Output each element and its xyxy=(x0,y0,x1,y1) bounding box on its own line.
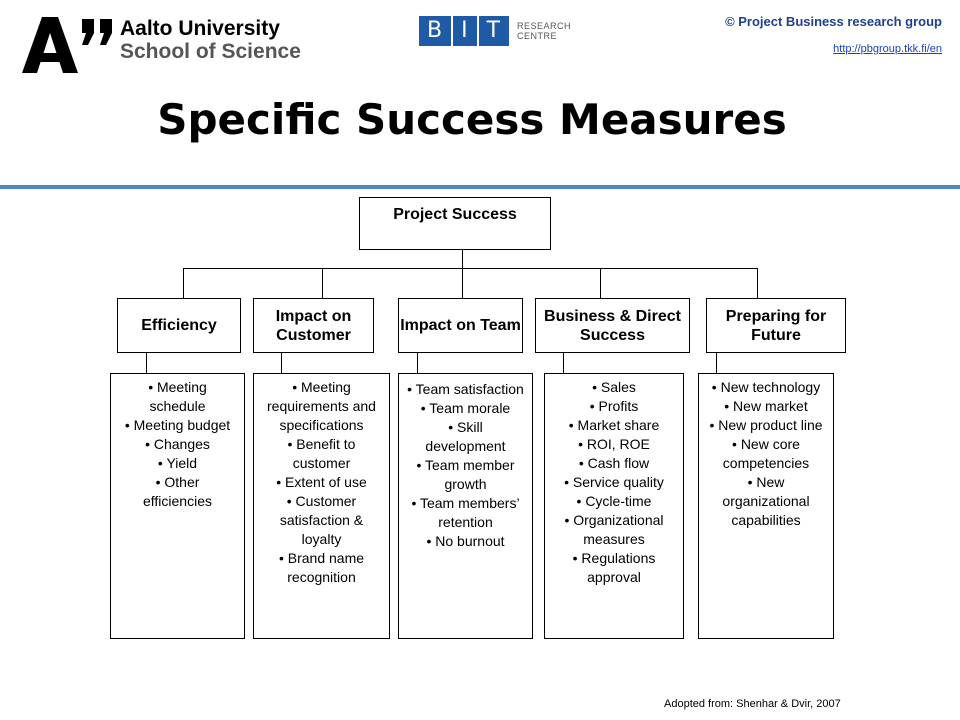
bit-letter-t: T xyxy=(478,16,510,46)
page-title: Specific Success Measures xyxy=(157,95,787,144)
category-preparing-future: Preparing for Future xyxy=(706,298,846,353)
bit-subtitle: RESEARCH CENTRE xyxy=(517,21,571,41)
list-item: • Other efficiencies xyxy=(142,474,212,509)
connector-team xyxy=(462,268,463,298)
details-efficiency: • Meeting schedule • Meeting budget • Ch… xyxy=(110,373,245,639)
category-impact-team: Impact on Team xyxy=(398,298,523,353)
details-business-success: • Sales • Profits • Market share • ROI, … xyxy=(544,373,684,639)
list-item: • Skill development xyxy=(425,419,506,454)
copyright-text: © Project Business research group xyxy=(725,14,942,29)
category-impact-customer: Impact on Customer xyxy=(253,298,374,353)
list-item: • Team morale xyxy=(420,400,511,416)
list-item: • Meeting schedule xyxy=(148,379,207,414)
list-item: • Team satisfaction xyxy=(407,381,524,397)
connector-business xyxy=(600,268,601,298)
school-name: School of Science xyxy=(120,40,301,63)
list-item: • Meeting requirements and specification… xyxy=(267,379,376,433)
list-item: • Team member growth xyxy=(416,457,515,492)
bit-subtitle-line-2: CENTRE xyxy=(517,31,558,41)
category-business-success: Business & Direct Success xyxy=(535,298,690,353)
group-url-link[interactable]: http://pbgroup.tkk.fi/en xyxy=(833,43,942,55)
bit-logo: B I T RESEARCH CENTRE xyxy=(419,16,571,46)
list-item: • Changes xyxy=(145,436,210,452)
list-item: • Cash flow xyxy=(578,455,650,471)
list-item: • New organizational capabilities xyxy=(722,474,810,528)
list-item: • Benefit to customer xyxy=(287,436,356,471)
list-item: • Customer satisfaction & loyalty xyxy=(279,493,364,547)
list-item: • ROI, ROE xyxy=(578,436,650,452)
list-item: • New technology xyxy=(711,379,821,395)
connector-root-down xyxy=(462,250,463,268)
list-item: • New market xyxy=(724,398,808,414)
list-item: • New product line xyxy=(709,417,823,433)
bit-subtitle-line-1: RESEARCH xyxy=(517,21,572,31)
list-item: • Service quality xyxy=(564,474,664,490)
list-item: • New core competencies xyxy=(722,436,810,471)
list-item: • Yield xyxy=(157,455,198,471)
connector-horizontal xyxy=(183,268,758,269)
list-item: • No burnout xyxy=(426,533,505,549)
details-impact-team: • Team satisfaction • Team morale • Skil… xyxy=(398,373,533,639)
bracket-future xyxy=(716,353,717,373)
list-item: • Market share xyxy=(568,417,660,433)
list-item: • Team members’ retention xyxy=(411,495,520,530)
root-node: Project Success xyxy=(359,197,551,250)
bracket-business xyxy=(563,353,564,373)
list-item: • Brand name recognition xyxy=(278,550,365,585)
details-preparing-future: • New technology • New market • New prod… xyxy=(698,373,834,639)
aalto-logo-icon xyxy=(22,17,112,73)
connector-customer xyxy=(322,268,323,298)
list-item: • Extent of use xyxy=(276,474,367,490)
details-impact-customer: • Meeting requirements and specification… xyxy=(253,373,390,639)
list-item: • Regulations approval xyxy=(572,550,656,585)
source-credit: Adopted from: Shenhar & Dvir, 2007 xyxy=(664,698,841,710)
connector-efficiency xyxy=(183,268,184,298)
list-item: • Organizational measures xyxy=(564,512,664,547)
list-item: • Cycle-time xyxy=(576,493,652,509)
bracket-team xyxy=(417,353,418,373)
list-item: • Profits xyxy=(589,398,639,414)
connector-future xyxy=(757,268,758,298)
list-item: • Sales xyxy=(592,379,636,395)
list-item: • Meeting budget xyxy=(124,417,231,433)
bracket-customer xyxy=(281,353,282,373)
title-divider xyxy=(0,185,960,189)
bit-letter-b: B xyxy=(419,16,452,46)
bracket-efficiency xyxy=(146,353,147,373)
university-name: Aalto University xyxy=(120,17,280,40)
category-efficiency: Efficiency xyxy=(117,298,241,353)
bit-letter-i: I xyxy=(453,16,477,46)
